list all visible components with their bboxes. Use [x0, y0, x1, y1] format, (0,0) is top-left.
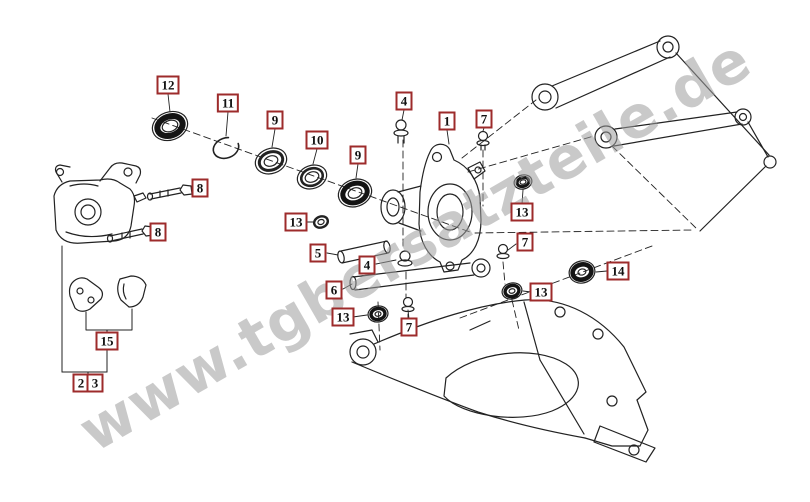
callout-label-13[interactable]: 13	[529, 282, 553, 302]
callout-label-1[interactable]: 1	[438, 111, 456, 131]
callout-label-12[interactable]: 12	[156, 75, 180, 95]
callout-label-7[interactable]: 7	[400, 317, 418, 337]
bushing-13c	[367, 305, 389, 323]
upper-arms	[531, 35, 777, 232]
bolt-7-top	[476, 130, 490, 151]
callout-label-11[interactable]: 11	[216, 93, 240, 113]
knuckle-1	[380, 143, 486, 273]
callout-label-13[interactable]: 13	[284, 212, 308, 232]
link-arm-6	[349, 258, 491, 291]
callout-label-5[interactable]: 5	[309, 243, 327, 263]
callout-label-6[interactable]: 6	[325, 280, 343, 300]
callout-label-7[interactable]: 7	[475, 109, 493, 129]
bolt-8a	[146, 184, 193, 201]
callout-label-15[interactable]: 15	[95, 331, 119, 351]
callout-label-8[interactable]: 8	[191, 178, 209, 198]
bushing-14	[568, 260, 596, 284]
callout-label-10[interactable]: 10	[305, 130, 329, 150]
circlip-11	[212, 136, 240, 160]
callout-label-13[interactable]: 13	[510, 202, 534, 222]
callout-label-7[interactable]: 7	[516, 232, 534, 252]
callout-label-9[interactable]: 9	[349, 145, 367, 165]
seal-10	[296, 164, 328, 190]
brake-pads-15	[68, 275, 147, 312]
bolt-7-mid	[496, 243, 510, 260]
bearing-9a	[254, 147, 288, 175]
seal-12	[151, 110, 189, 142]
subframe	[349, 299, 656, 463]
callout-label-13[interactable]: 13	[331, 307, 355, 327]
bearing-9b	[337, 178, 373, 208]
brake-caliper	[53, 162, 147, 244]
callout-label-4[interactable]: 4	[395, 91, 413, 111]
leader-lines	[167, 93, 608, 320]
callout-label-3[interactable]: 3	[86, 373, 104, 393]
bolt-4-top	[393, 119, 409, 144]
bushing-13b	[513, 174, 533, 190]
callout-label-14[interactable]: 14	[606, 261, 630, 281]
bolt-4-mid	[397, 250, 413, 267]
callout-label-9[interactable]: 9	[266, 110, 284, 130]
centerlines	[151, 99, 699, 351]
callout-label-4[interactable]: 4	[358, 255, 376, 275]
washer-13a	[312, 215, 330, 229]
bushing-13d	[501, 282, 523, 300]
callout-label-8[interactable]: 8	[149, 222, 167, 242]
